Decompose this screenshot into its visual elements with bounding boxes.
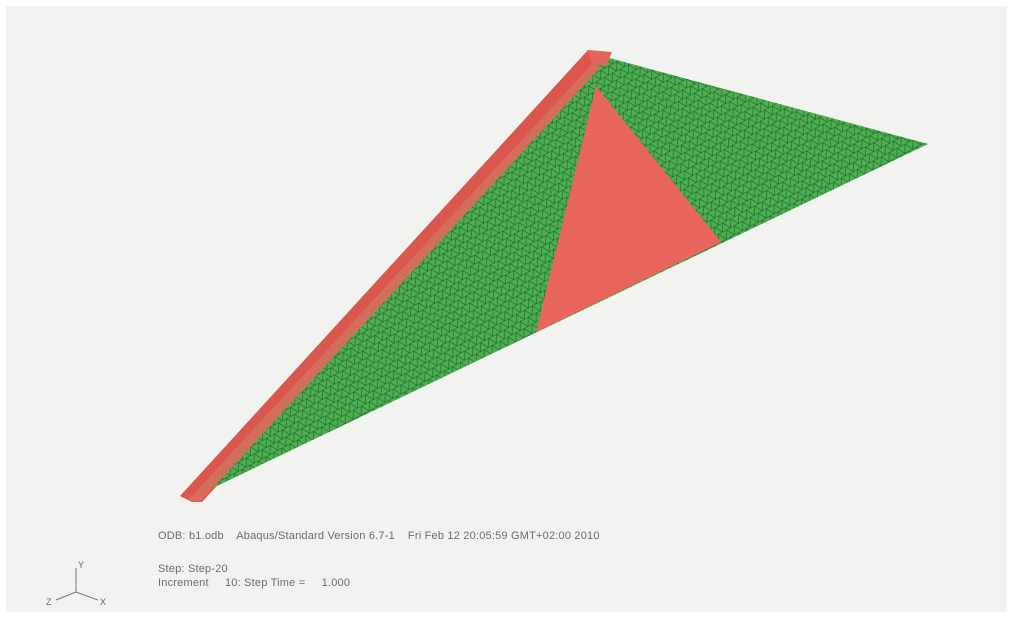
axis-triad-icon: Y X Z — [46, 560, 106, 607]
step-info-text: Step: Step-20 — [158, 563, 228, 575]
model-viewport[interactable]: ODB: b1.odb Abaqus/Standard Version 6.7-… — [6, 6, 1007, 612]
increment-info-text: Increment 10: Step Time = 1.000 — [158, 577, 351, 589]
axis-x-label: X — [100, 597, 106, 607]
red-contact-region — [536, 86, 721, 332]
axis-y-label: Y — [78, 560, 84, 570]
red-rim-inner — [188, 62, 600, 502]
mesh-model[interactable] — [6, 6, 1007, 612]
rim-corner — [588, 50, 612, 66]
odb-info-text: ODB: b1.odb Abaqus/Standard Version 6.7-… — [158, 530, 600, 542]
axis-z-label: Z — [46, 597, 52, 607]
